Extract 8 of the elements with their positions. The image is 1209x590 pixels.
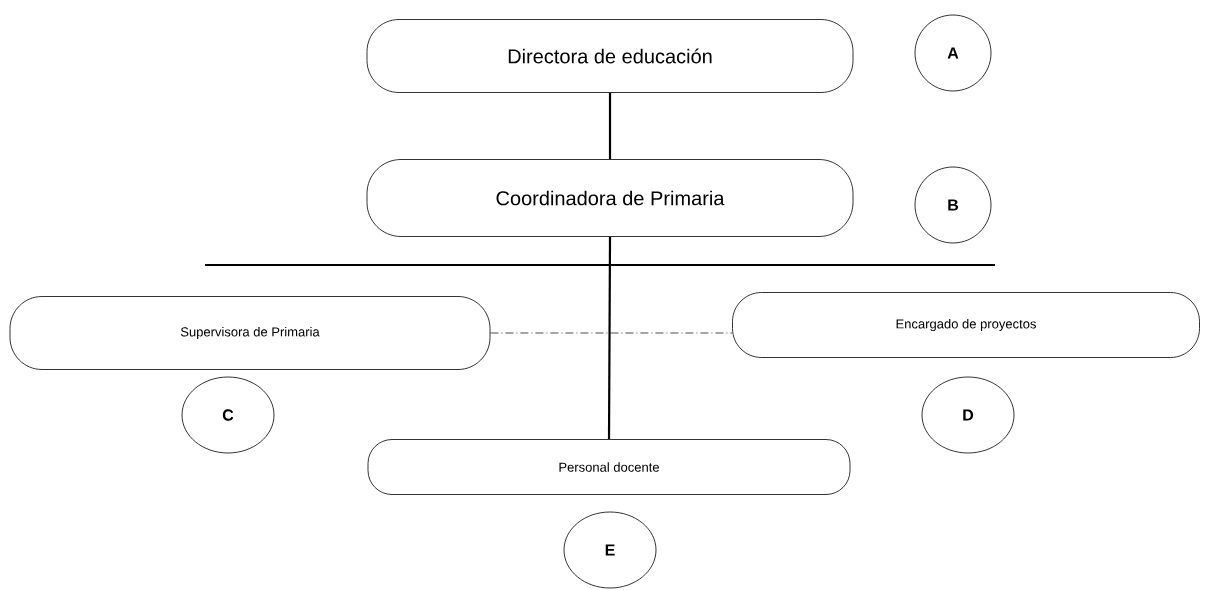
rounded-box: Personal docente: [367, 439, 851, 495]
rounded-box: Encargado de proyectos: [732, 292, 1200, 358]
rounded-box: Coordinadora de Primaria: [366, 159, 854, 237]
connector-line: [608, 92, 612, 160]
rounded-box: Directora de educación: [366, 19, 854, 93]
connector-line: [607, 236, 612, 440]
rounded-box: Supervisora de Primaria: [9, 296, 491, 370]
dash-dot-line: [490, 332, 733, 334]
